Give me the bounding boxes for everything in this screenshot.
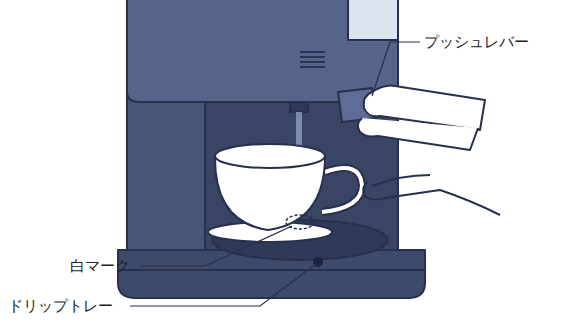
leader-line (372, 42, 420, 96)
machine-body (127, 0, 398, 270)
part-label: ドリップトレー (8, 297, 113, 315)
water-window (348, 0, 398, 40)
leader-line (140, 226, 292, 266)
cup-handle (322, 168, 362, 212)
leader-line (130, 264, 316, 306)
part-label: 白マーク (70, 257, 130, 275)
part-label: プッシュレバー (424, 33, 529, 51)
spout (290, 102, 308, 112)
cup-rim (215, 144, 325, 168)
finger (358, 118, 478, 150)
tray-edge (118, 269, 425, 271)
hand-line (372, 175, 430, 186)
thumb (363, 182, 500, 215)
upper-housing (127, 0, 398, 102)
vent-lines (300, 52, 325, 67)
cup-handle-inner (322, 168, 362, 212)
